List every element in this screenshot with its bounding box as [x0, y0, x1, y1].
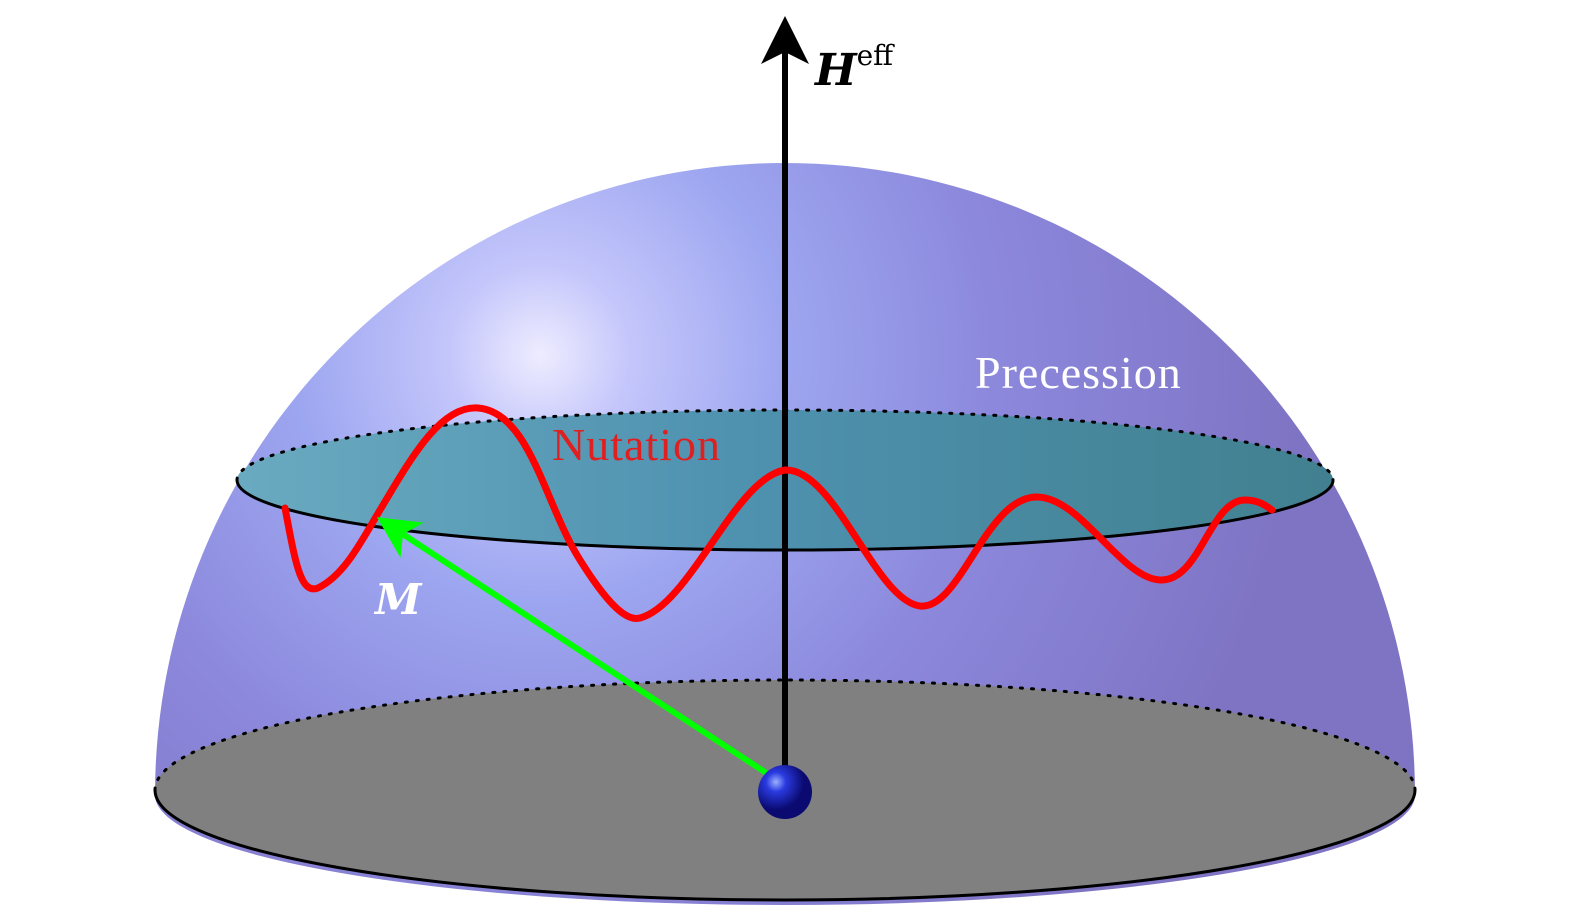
base-disk-front-edge — [153, 789, 1417, 902]
nutation-label: Nutation — [552, 419, 721, 470]
base-disk-back-edge — [153, 678, 1417, 792]
magnetization-label: M — [373, 575, 423, 624]
origin-sphere — [758, 765, 812, 819]
magnetization-vector — [376, 517, 782, 785]
precession-label: Precession — [975, 347, 1182, 398]
nutation-curve — [281, 404, 1276, 622]
effective-field-label: Heff — [813, 39, 895, 96]
